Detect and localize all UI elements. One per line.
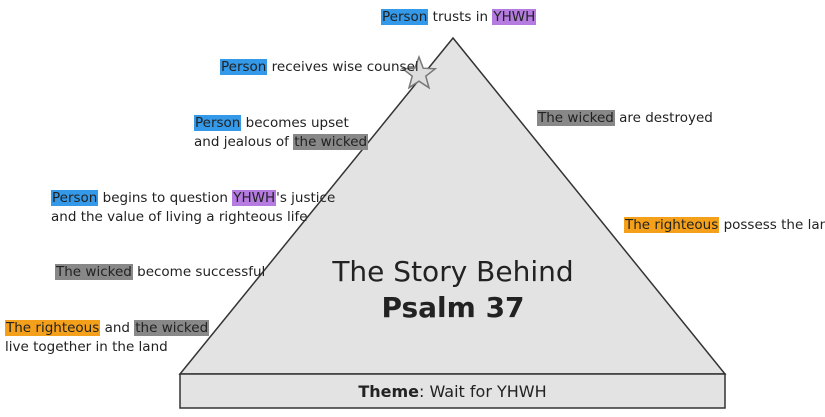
- person-tag: Person: [194, 115, 242, 131]
- righteous-tag: The righteous: [5, 320, 101, 336]
- event-text: and the value of living a righteous life: [51, 209, 308, 225]
- event-person-receives-counsel: Person receives wise counsel: [220, 58, 419, 77]
- event-text: trusts in: [428, 9, 493, 25]
- righteous-tag: The righteous: [624, 217, 720, 233]
- event-line-1: Person becomes upset: [194, 114, 368, 133]
- theme-base-bar: [179, 373, 726, 409]
- wicked-tag: The wicked: [537, 110, 615, 126]
- title-line-2: Psalm 37: [381, 291, 525, 324]
- wicked-tag: the wicked: [134, 320, 210, 336]
- event-text: and: [100, 320, 135, 336]
- event-line-1: The righteous and the wicked: [5, 319, 210, 338]
- event-text: become successful: [132, 264, 266, 280]
- person-tag: Person: [381, 9, 429, 25]
- yhwh-tag: YHWH: [492, 9, 537, 25]
- title-line-1: The Story Behind: [332, 255, 574, 288]
- event-text: and jealous of: [194, 134, 294, 150]
- event-text: are destroyed: [614, 110, 713, 126]
- event-righteous-possess-land: The righteous possess the land: [624, 216, 825, 235]
- wicked-tag: the wicked: [293, 134, 369, 150]
- theme-label: Theme: Wait for YHWH: [180, 374, 725, 408]
- event-text: receives wise counsel: [267, 59, 419, 75]
- event-line-1: Person begins to question YHWH's justice: [51, 189, 335, 208]
- event-line-2: and jealous of the wicked: [194, 133, 369, 152]
- event-person-questions-justice: Person begins to question YHWH's justice…: [51, 189, 335, 227]
- event-text: live together in the land: [5, 339, 168, 355]
- event-line-2: and the value of living a righteous life: [51, 208, 335, 227]
- wicked-tag: The wicked: [55, 264, 133, 280]
- event-line-2: live together in the land: [5, 338, 209, 357]
- theme-value: Wait for YHWH: [429, 381, 547, 401]
- diagram-title: The Story Behind Psalm 37: [300, 254, 606, 326]
- person-tag: Person: [220, 59, 268, 75]
- event-live-together: The righteous and the wicked live togeth…: [5, 319, 210, 357]
- event-person-becomes-upset: Person becomes upset and jealous of the …: [194, 114, 369, 152]
- theme-key: Theme: [358, 381, 420, 401]
- event-text: becomes upset: [241, 115, 349, 131]
- yhwh-tag: YHWH: [232, 190, 277, 206]
- theme-separator: :: [419, 381, 430, 401]
- star-icon: [400, 54, 438, 90]
- event-person-trusts-yhwh: Person trusts in YHWH: [381, 8, 537, 27]
- person-tag: Person: [51, 190, 99, 206]
- event-wicked-successful: The wicked become successful: [55, 263, 265, 282]
- event-text: possess the land: [719, 217, 825, 233]
- event-wicked-destroyed: The wicked are destroyed: [537, 109, 713, 128]
- event-text: 's justice: [276, 190, 336, 206]
- event-text: begins to question: [98, 190, 233, 206]
